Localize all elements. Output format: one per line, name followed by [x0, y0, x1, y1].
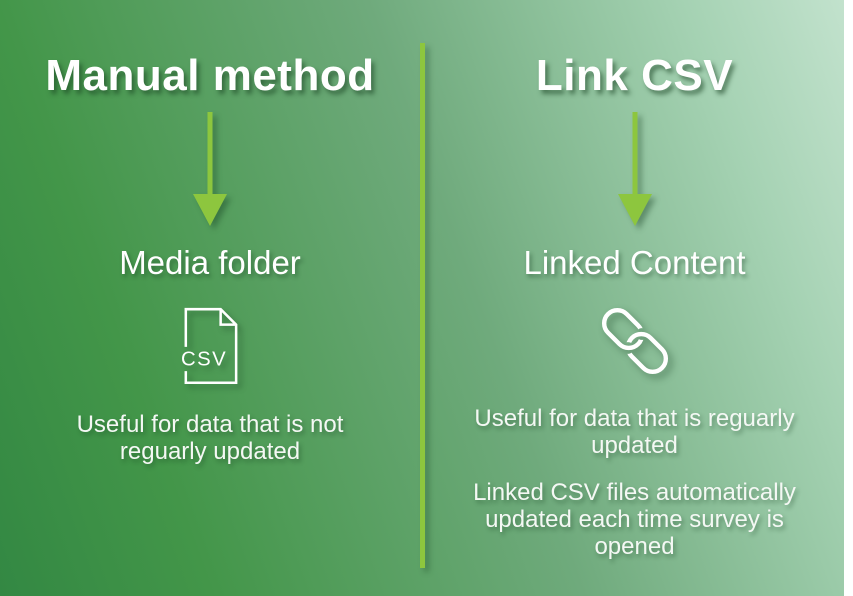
- media-folder-label: Media folder: [119, 244, 301, 281]
- link-chain-icon: [601, 307, 668, 375]
- link-csv-title: Link CSV: [535, 51, 734, 100]
- down-arrow-icon: [193, 112, 227, 226]
- down-arrow-icon: [617, 112, 652, 226]
- link-csv-column: Link CSV Linked Content: [425, 0, 844, 596]
- manual-method-note: Useful for data that is not reguarly upd…: [76, 411, 344, 465]
- column-divider: [420, 43, 425, 568]
- manual-method-title: Manual method: [45, 51, 375, 100]
- manual-method-column: Manual method Media folder CSV Useful fo…: [0, 0, 420, 596]
- linked-content-label: Linked Content: [523, 244, 746, 281]
- csv-icon-label: CSV: [181, 348, 227, 370]
- link-csv-note: Useful for data that is reguarly updated: [474, 405, 795, 459]
- csv-file-icon: CSV: [181, 307, 238, 384]
- link-csv-note-2: Linked CSV files automatically updated e…: [473, 479, 796, 560]
